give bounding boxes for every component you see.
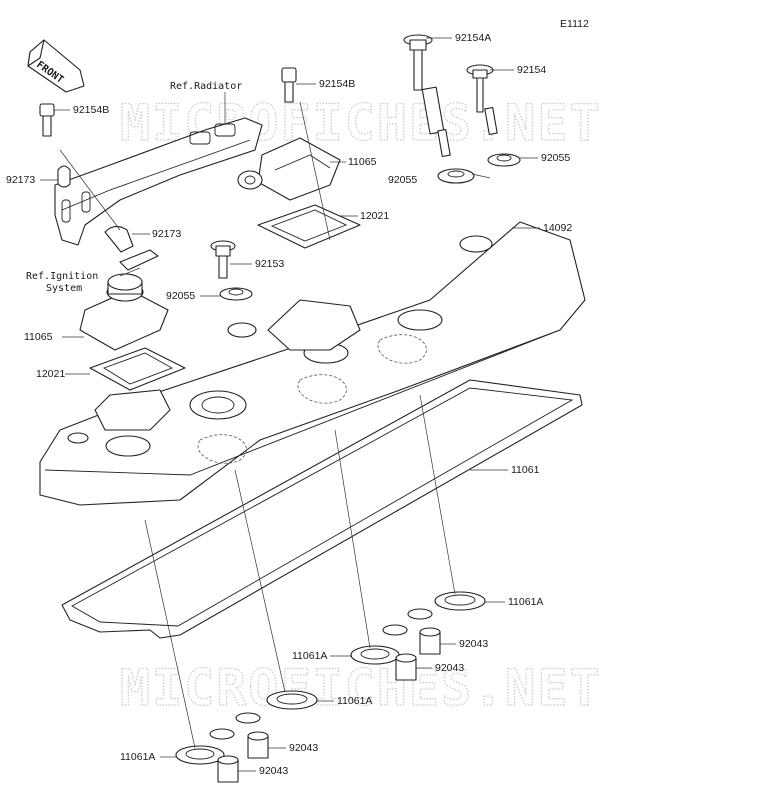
label-92153: 92153 [255,258,284,270]
label-92154A: 92154A [455,32,491,44]
cylinder-head-cover-14092 [39,221,586,506]
label-11065-left: 11065 [24,331,53,343]
plug-gasket-11061A-1 [434,591,486,611]
collar-92043-1 [419,627,441,655]
reed-valve-11065-top [237,137,341,201]
label-92154B-top: 92154B [319,78,355,90]
label-11061A-1: 11061A [508,596,543,608]
front-arrow-icon: FRONT [27,39,85,93]
label-ref-radiator: Ref.Radiator [170,81,242,92]
assembly-lines [59,101,456,749]
label-11061A-3: 11061A [337,695,372,707]
label-92154B-left: 92154B [73,104,109,116]
label-92173-mid: 92173 [152,228,181,240]
collar-92043-2 [395,653,417,681]
label-92154: 92154 [517,64,546,76]
grommet-92055-a [437,168,475,184]
bolt-92154B-left [39,103,55,137]
label-14092: 14092 [543,222,572,234]
label-ref-ignition-2: System [46,283,82,294]
plug-gasket-11061A-2 [350,645,400,665]
label-92043-1: 92043 [459,638,488,650]
label-11061: 11061 [511,464,540,476]
gasket-12021-top [257,204,361,249]
label-92043-4: 92043 [259,765,288,777]
label-92055-c: 92055 [166,290,195,302]
grommet-92055-b [487,153,521,167]
label-12021-left: 12021 [36,368,65,380]
bolt-92154A [403,34,451,158]
grommet-92055-c [219,287,253,301]
label-92055-b: 92055 [541,152,570,164]
label-92043-3: 92043 [289,742,318,754]
clamp-92173-left [57,165,71,188]
label-92173-left: 92173 [6,174,35,186]
label-11065-top: 11065 [348,156,377,168]
label-ref-ignition-1: Ref.Ignition [26,271,98,282]
label-92043-2: 92043 [435,662,464,674]
bolt-92154B-top [281,67,297,103]
plug-gasket-11061A-3 [266,690,318,710]
collar-92043-4 [217,755,239,783]
collar-92043-3 [247,731,269,759]
reed-valve-11065-left [79,273,169,351]
leader-lines [40,37,540,772]
callout-labels: 92154A 92154 92154B 92154B 92173 92173 1… [6,32,572,777]
gasket-11061 [61,379,583,639]
plug-gasket-11061A-4 [175,745,225,765]
label-12021-top: 12021 [360,210,389,222]
watermark-bottom: MICROFICHES.NET [120,659,602,717]
label-11061A-4: 11061A [120,751,155,763]
label-11061A-2: 11061A [292,650,327,662]
bolt-92154 [466,64,498,136]
bolt-92153 [210,240,236,279]
diagram-code: E1112 [560,18,589,30]
clamp-92173-mid [104,225,159,271]
seal-rings [209,608,433,740]
gasket-12021-left [89,347,186,391]
label-92055-a: 92055 [388,174,417,186]
